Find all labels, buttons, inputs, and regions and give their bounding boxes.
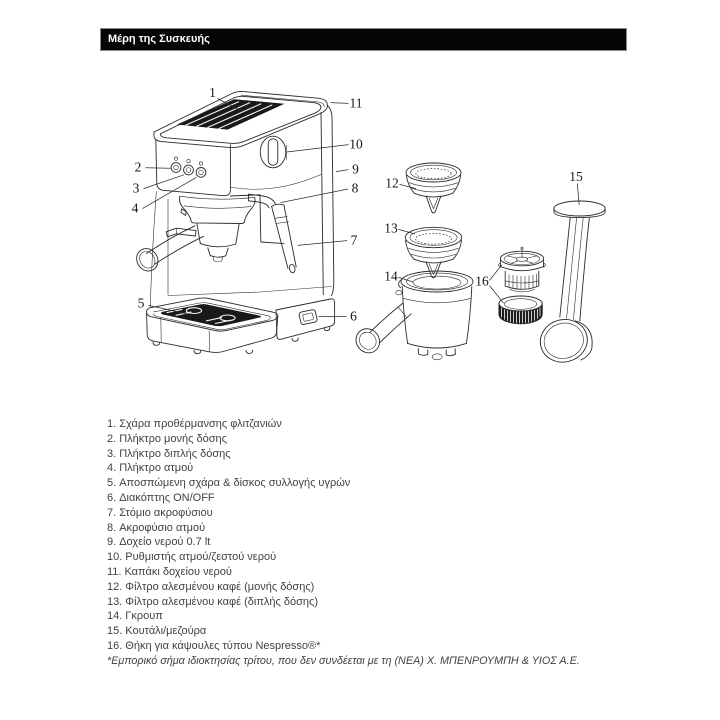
part-number: 2. [107,432,117,445]
part-list-item: 3.Πλήκτρο διπλής δόσης [107,447,619,462]
part-label: Πλήκτρο διπλής δόσης [119,447,231,460]
callout-label-16: 16 [475,274,489,289]
part-label: Ακροφύσιο ατμού [119,521,206,534]
part-number: 16. [107,639,123,652]
part-list-item: 2.Πλήκτρο μονής δόσης [107,432,619,447]
part-number: 14. [107,610,123,623]
power-switch-drawing [298,309,318,325]
part-list-item: 5.Αποσπώμενη σχάρα & δίσκος συλλογής υγρ… [107,476,619,491]
part-list-item: 14.Γκρουπ [107,609,619,624]
part-number: 5. [107,477,117,490]
parts-list: 1.Σχάρα προθέρμανσης φλιτζανιών 2.Πλήκτρ… [107,417,619,654]
callout-label-10: 10 [349,137,363,152]
drip-tray-drawing [146,297,279,353]
part-list-item: 16.Θήκη για κάψουλες τύπου Nespresso®* [107,639,619,654]
part-number: 11. [107,565,122,578]
base-right-drawing [275,298,336,340]
part-number: 8. [107,521,117,534]
single-dose-filter-drawing [405,162,462,214]
callout-label-8: 8 [352,181,359,196]
part-list-item: 9.Δοχείο νερού 0.7 lt [107,535,619,550]
callout-label-13: 13 [384,221,398,236]
trademark-footnote: *Εμπορικό σήμα ιδιοκτησίας τρίτου, που δ… [107,655,580,667]
part-list-item: 1.Σχάρα προθέρμανσης φλιτζανιών [107,417,619,432]
double-dose-filter-drawing [404,226,463,279]
part-number: 9. [107,536,117,549]
part-label: Κουτάλι/μεζούρα [125,625,207,638]
part-list-item: 11.Καπάκι δοχείου νερού [107,565,619,580]
steam-dial-drawing [259,135,287,169]
feet-drawing [152,327,331,355]
group-head-drawing [136,195,256,272]
part-list-item: 10.Ρυθμιστής ατμού/ζεστού νερού [107,550,619,565]
callout-label-5: 5 [138,296,145,311]
espresso-machine-drawing [136,91,336,355]
callout-label-14: 14 [384,269,398,284]
callout-label-9: 9 [352,162,359,177]
part-label: Γκρουπ [125,610,163,623]
part-list-item: 12.Φίλτρο αλεσμένου καφέ (μονής δόσης) [107,580,619,595]
callout-label-12: 12 [385,176,399,191]
steam-wand-drawing [248,193,297,274]
part-number: 12. [107,580,123,593]
buttons-drawing [170,156,207,178]
section-title-bar: Μέρη της Συσκευής [100,28,627,51]
part-label: Διακόπτης ON/OFF [119,491,215,504]
part-label: Σχάρα προθέρμανσης φλιτζανιών [119,418,282,430]
part-label: Στόμιο ακροφύσιου [119,506,213,519]
part-label: Θήκη για κάψουλες τύπου Nespresso®* [125,639,321,652]
group-handle-drawing [355,270,474,361]
part-number: 10. [107,551,123,564]
diagram-callouts: 1 2 3 4 5 6 7 8 9 10 11 12 13 14 15 16 [132,85,583,324]
callout-label-3: 3 [133,181,140,196]
part-label: Δοχείο νερού 0.7 lt [119,536,211,549]
part-list-item: 8.Ακροφύσιο ατμού [107,521,619,536]
callout-label-6: 6 [350,309,357,324]
part-list-item: 15.Κουτάλι/μεζούρα [107,624,619,639]
callout-label-15: 15 [569,169,583,184]
part-number: 15. [107,625,123,638]
callout-label-4: 4 [132,201,139,216]
part-label: Φίλτρο αλεσμένου καφέ (διπλής δόσης) [125,595,319,608]
part-number: 6. [107,491,117,504]
callout-label-1: 1 [209,85,216,100]
parts-diagram: 1 2 3 4 5 6 7 8 9 10 11 12 13 14 15 16 [132,85,606,363]
part-number: 4. [107,462,117,475]
part-list-item: 4.Πλήκτρο ατμού [107,461,619,476]
part-label: Πλήκτρο ατμού [119,462,194,475]
part-label: Καπάκι δοχείου νερού [124,565,232,578]
callout-label-2: 2 [135,160,142,175]
callout-label-7: 7 [351,233,358,248]
part-number: 1. [107,418,117,430]
capsule-holder-drawing [498,246,546,325]
part-number: 3. [107,447,117,460]
part-list-item: 6.Διακόπτης ON/OFF [107,491,619,506]
part-number: 13. [107,595,123,608]
part-list-item: 7.Στόμιο ακροφύσιου [107,506,619,521]
part-label: Αποσπώμενη σχάρα & δίσκος συλλογής υγρών [119,477,351,490]
callout-label-11: 11 [350,96,363,111]
part-list-item: 13.Φίλτρο αλεσμένου καφέ (διπλής δόσης) [107,595,619,610]
measuring-spoon-drawing [539,200,606,363]
part-number: 7. [107,506,117,519]
part-label: Φίλτρο αλεσμένου καφέ (μονής δόσης) [125,580,315,593]
part-label: Πλήκτρο μονής δόσης [119,432,227,445]
section-title: Μέρη της Συσκευής [108,33,210,45]
part-label: Ρυθμιστής ατμού/ζεστού νερού [125,551,277,564]
